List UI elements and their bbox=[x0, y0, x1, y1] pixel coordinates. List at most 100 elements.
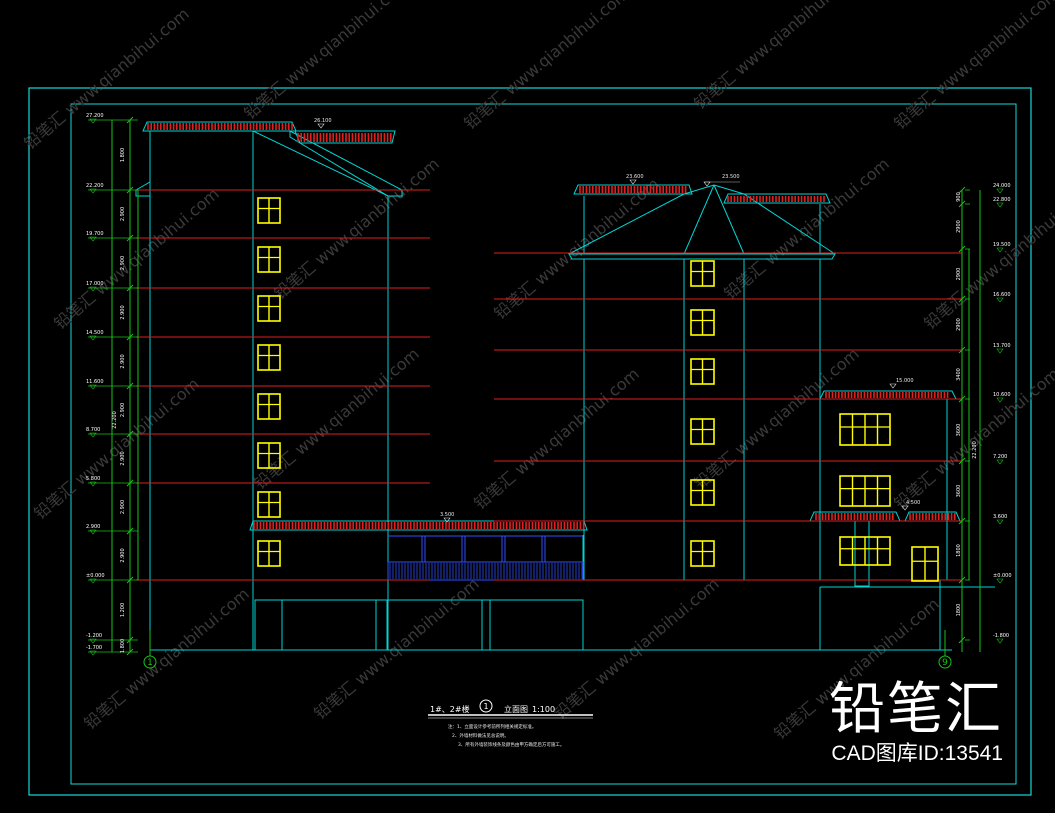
title-axis-mark: 1 bbox=[483, 702, 488, 711]
dimension-spacing: 2.900 bbox=[120, 451, 126, 465]
window bbox=[839, 536, 891, 566]
dimension-tick bbox=[958, 295, 966, 303]
title-axis-circle bbox=[479, 699, 493, 713]
window bbox=[257, 344, 281, 371]
watermark-text: 铅笔汇 www.qianbihui.com bbox=[720, 154, 892, 303]
note-line-1: 注：1、立面设计参考前所列相关规定标准。 bbox=[448, 723, 536, 730]
level-value: 17.000 bbox=[86, 281, 104, 287]
dimension-spacing: 2.900 bbox=[120, 548, 126, 562]
level-value: -1.800 bbox=[993, 633, 1009, 639]
watermark-text: 铅笔汇 www.qianbihui.com bbox=[920, 184, 1055, 333]
level-text-annex: 15.000 bbox=[896, 378, 914, 384]
window bbox=[257, 197, 281, 224]
left-dimension-column: 27.20022.20019.70017.00014.50011.6008.70… bbox=[86, 113, 139, 656]
window bbox=[690, 358, 715, 385]
right-dimension-column: 24.00022.80019.50016.60013.70010.6007.20… bbox=[956, 183, 1012, 652]
axis-marker-left: 1 bbox=[143, 630, 157, 669]
dimension-spacing: 2900 bbox=[956, 318, 962, 331]
level-triangle bbox=[996, 578, 1004, 584]
dimension-spacing: 2.900 bbox=[120, 403, 126, 417]
level-marker-main-top: 26.100 bbox=[314, 118, 332, 129]
watermark-text: 铅笔汇 www.qianbihui.com bbox=[550, 574, 722, 723]
dimension-tick bbox=[958, 395, 966, 403]
watermark-text: 铅笔汇 www.qianbihui.com bbox=[890, 364, 1055, 513]
dimension-tick bbox=[126, 382, 134, 390]
title-prefix: 1#、2#楼 bbox=[430, 704, 470, 714]
drawing-title: 1#、2#楼 1 立面图 1:100 注：1、立面设计参考前所列相关规定标准。 … bbox=[428, 699, 593, 748]
level-value: -1.200 bbox=[86, 633, 102, 639]
dimension-tick bbox=[126, 430, 134, 438]
level-triangle bbox=[89, 578, 97, 584]
level-value: 8.700 bbox=[86, 427, 100, 433]
watermark-text: 铅笔汇 www.qianbihui.com bbox=[460, 0, 632, 133]
level-value: 7.200 bbox=[993, 454, 1007, 460]
level-value: 22.200 bbox=[86, 183, 104, 189]
dimension-tick bbox=[126, 527, 134, 535]
level-triangle bbox=[996, 397, 1004, 403]
colonnade-railing bbox=[387, 535, 584, 581]
dimension-spacing: 2.900 bbox=[120, 354, 126, 368]
dimension-tick bbox=[958, 576, 966, 584]
level-triangle bbox=[996, 348, 1004, 354]
level-triangle bbox=[89, 286, 97, 292]
window bbox=[690, 418, 715, 445]
dimension-spacing: 1800 bbox=[956, 544, 962, 557]
watermark-text: 铅笔汇 www.qianbihui.com bbox=[30, 374, 202, 523]
window bbox=[257, 491, 281, 518]
level-triangle bbox=[996, 459, 1004, 465]
level-value: 5.800 bbox=[86, 476, 100, 482]
level-triangle bbox=[89, 118, 97, 124]
level-triangle bbox=[89, 236, 97, 242]
dimension-spacing: 2900 bbox=[956, 268, 962, 281]
column bbox=[501, 535, 506, 563]
axis-label-left: 1 bbox=[147, 658, 153, 668]
dimension-spacing: 3400 bbox=[956, 368, 962, 381]
watermark-text: 铅笔汇 www.qianbihui.com bbox=[240, 0, 412, 123]
dimension-tick bbox=[126, 636, 134, 644]
window bbox=[690, 540, 715, 567]
level-triangle bbox=[89, 188, 97, 194]
level-value: 14.500 bbox=[86, 330, 104, 336]
watermark-text: 铅笔汇 www.qianbihui.com bbox=[470, 364, 642, 513]
level-value: 13.700 bbox=[993, 343, 1011, 349]
level-value: 22.800 bbox=[993, 197, 1011, 203]
note-line-2: 2、外墙材料做法见总说明。 bbox=[452, 732, 509, 739]
level-value: 16.600 bbox=[993, 292, 1011, 298]
dimension-tick bbox=[126, 576, 134, 584]
level-text-canopy: 4.500 bbox=[906, 500, 920, 506]
watermark-text: 铅笔汇 www.qianbihui.com bbox=[690, 344, 862, 493]
window-set bbox=[257, 197, 939, 582]
watermark-text: 铅笔汇 www.qianbihui.com bbox=[890, 0, 1055, 133]
watermark-text: 铅笔汇 www.qianbihui.com bbox=[80, 584, 252, 733]
title-name: 立面图 bbox=[504, 704, 528, 714]
dimension-spacing: 1.800 bbox=[120, 148, 126, 162]
level-value: 11.600 bbox=[86, 379, 104, 385]
dimension-tick bbox=[958, 636, 966, 644]
level-value: 19.700 bbox=[86, 231, 104, 237]
level-lines bbox=[136, 189, 962, 581]
dimension-spacing: 1800 bbox=[956, 604, 962, 617]
window bbox=[257, 393, 281, 420]
watermark-text: 铅笔汇 www.qianbihui.com bbox=[270, 154, 442, 303]
level-text-mid-peak: 23.500 bbox=[722, 174, 740, 180]
level-triangle bbox=[89, 384, 97, 390]
level-marker-mid-top: 23.600 bbox=[626, 174, 644, 185]
dimension-spacing: 900 bbox=[956, 192, 962, 202]
inner-frame bbox=[70, 103, 1017, 785]
level-triangle bbox=[996, 638, 1004, 644]
dimension-total: 22.200 bbox=[112, 411, 118, 429]
window bbox=[690, 260, 715, 287]
level-value: 10.600 bbox=[993, 392, 1011, 398]
dimension-tick bbox=[958, 245, 966, 253]
dimension-tick bbox=[126, 116, 134, 124]
column bbox=[421, 535, 426, 563]
window bbox=[690, 309, 715, 336]
window bbox=[257, 295, 281, 322]
dimension-tick bbox=[958, 457, 966, 465]
dimension-tick bbox=[958, 517, 966, 525]
level-triangle bbox=[996, 297, 1004, 303]
level-value: ±0.000 bbox=[993, 573, 1012, 579]
level-triangle bbox=[89, 335, 97, 341]
window bbox=[839, 413, 891, 446]
